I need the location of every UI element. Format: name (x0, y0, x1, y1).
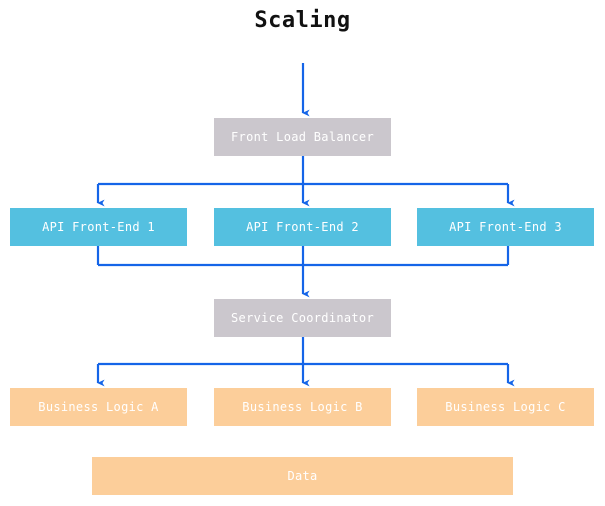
node-label: Business Logic B (242, 400, 363, 414)
node-api-front-end-1[interactable]: API Front-End 1 (10, 208, 187, 246)
node-data-store[interactable]: Data (92, 457, 513, 495)
node-business-logic-a[interactable]: Business Logic A (10, 388, 187, 426)
node-label: Front Load Balancer (231, 130, 374, 144)
node-label: API Front-End 3 (449, 220, 562, 234)
node-front-load-balancer[interactable]: Front Load Balancer (214, 118, 391, 156)
node-api-front-end-2[interactable]: API Front-End 2 (214, 208, 391, 246)
node-label: Business Logic C (445, 400, 566, 414)
node-api-front-end-3[interactable]: API Front-End 3 (417, 208, 594, 246)
node-label: Data (287, 469, 318, 483)
node-label: Service Coordinator (231, 311, 374, 325)
node-label: API Front-End 2 (246, 220, 359, 234)
node-service-coordinator[interactable]: Service Coordinator (214, 299, 391, 337)
diagram-title: Scaling (254, 8, 351, 33)
node-label: API Front-End 1 (42, 220, 155, 234)
node-business-logic-b[interactable]: Business Logic B (214, 388, 391, 426)
node-label: Business Logic A (38, 400, 159, 414)
node-business-logic-c[interactable]: Business Logic C (417, 388, 594, 426)
